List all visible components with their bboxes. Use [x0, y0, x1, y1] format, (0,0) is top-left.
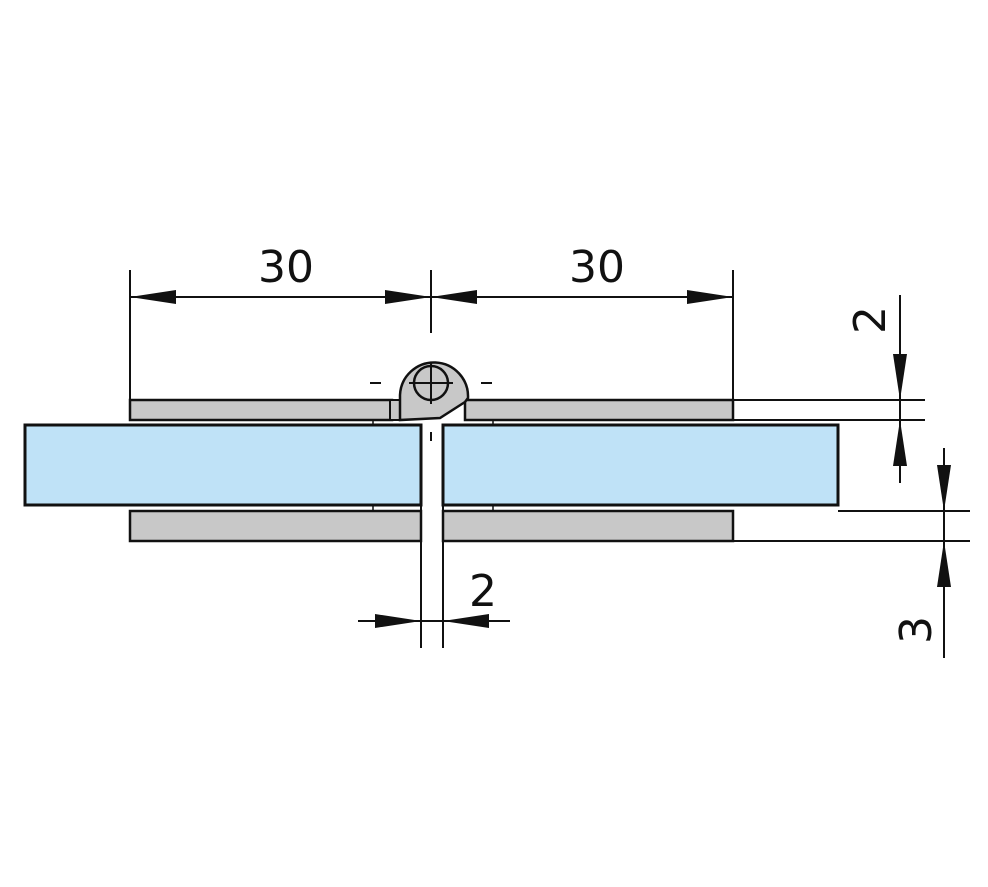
dimension-label-right-width: 30 — [569, 242, 625, 293]
dimension-label-left-width: 30 — [258, 242, 314, 293]
dimension-gap — [358, 505, 510, 648]
dimension-hinge-offset — [733, 448, 970, 658]
dimension-label-gap: 2 — [469, 566, 497, 617]
knuckle-step — [389, 399, 401, 421]
dimension-plate-thickness — [733, 295, 925, 483]
top-left-plate — [128, 398, 394, 422]
dimension-label-hinge-offset: 3 — [891, 616, 942, 644]
dimension-label-plate-thickness: 2 — [845, 306, 896, 334]
bottom-left-plate — [128, 509, 423, 543]
hinge-knuckle — [370, 361, 492, 422]
glass-panel-right — [441, 423, 840, 507]
bottom-right-plate — [441, 509, 735, 543]
glass-panel-left — [23, 423, 423, 507]
top-right-plate — [463, 398, 735, 422]
dimension-top — [129, 270, 734, 400]
